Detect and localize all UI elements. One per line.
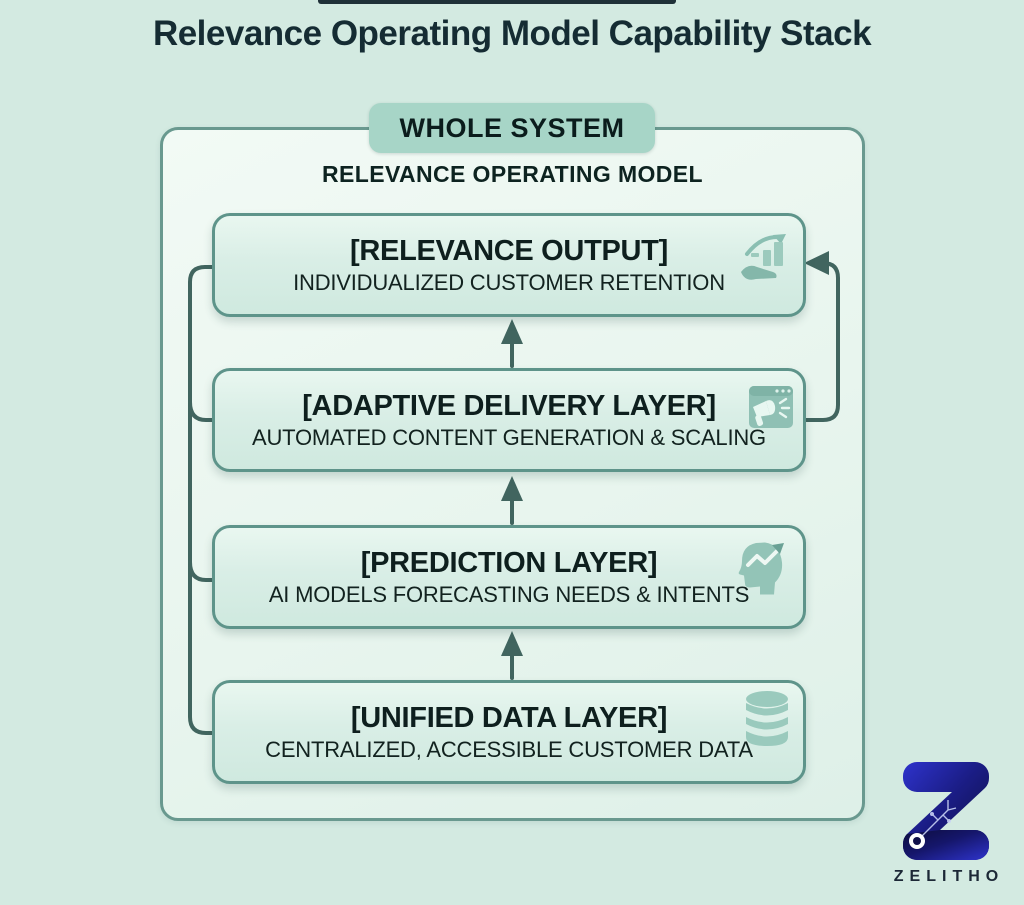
- zelitho-z-icon: [902, 762, 990, 860]
- page-title: Relevance Operating Model Capability Sta…: [152, 14, 872, 53]
- database-icon: [746, 691, 788, 746]
- layer-subtitle: AUTOMATED CONTENT GENERATION & SCALING: [252, 424, 766, 450]
- cropped-top-strip: [318, 0, 676, 4]
- whole-system-badge: WHOLE SYSTEM: [369, 103, 655, 153]
- layer-title: [UNIFIED DATA LAYER]: [350, 701, 668, 734]
- layer-relevance-output: [RELEVANCE OUTPUT] INDIVIDUALIZED CUSTOM…: [212, 213, 806, 317]
- logo-wordmark: ZELITHO: [893, 868, 1005, 885]
- layer-adaptive-delivery: [ADAPTIVE DELIVERY LAYER] AUTOMATED CONT…: [212, 368, 806, 472]
- layer-subtitle: CENTRALIZED, ACCESSIBLE CUSTOMER DATA: [265, 736, 753, 762]
- layer-title: [PREDICTION LAYER]: [360, 546, 658, 579]
- layer-prediction: [PREDICTION LAYER] AI MODELS FORECASTING…: [212, 525, 806, 629]
- layer-title: [RELEVANCE OUTPUT]: [350, 234, 668, 267]
- layer-title: [ADAPTIVE DELIVERY LAYER]: [302, 389, 716, 422]
- browser-megaphone-icon: [749, 386, 793, 428]
- zelitho-logo: ZELITHO: [872, 758, 1020, 900]
- system-subtitle: RELEVANCE OPERATING MODEL: [322, 161, 703, 187]
- growth-chart-hand-icon: [741, 234, 786, 280]
- layer-subtitle: INDIVIDUALIZED CUSTOMER RETENTION: [293, 269, 725, 295]
- layer-subtitle: AI MODELS FORECASTING NEEDS & INTENTS: [268, 581, 750, 607]
- layer-unified-data: [UNIFIED DATA LAYER] CENTRALIZED, ACCESS…: [212, 680, 806, 784]
- head-forecast-icon: [738, 542, 784, 595]
